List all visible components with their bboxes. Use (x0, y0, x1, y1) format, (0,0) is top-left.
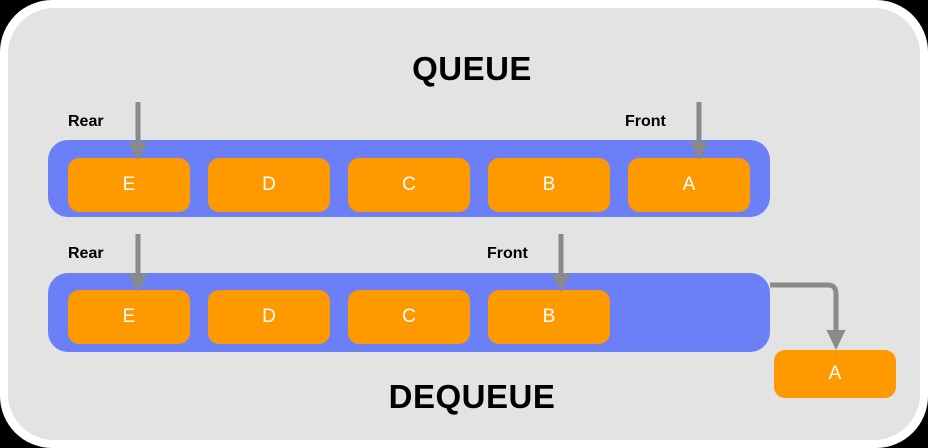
queue-element-d-top[interactable]: D (208, 158, 330, 212)
queue-title: QUEUE (412, 50, 532, 87)
dequeue-arrow (770, 282, 846, 350)
queue-element-b-top[interactable]: B (488, 158, 610, 212)
dequeue-element-c[interactable]: C (348, 290, 470, 344)
rear-arrow-bottom (128, 234, 148, 292)
front-arrow-top (689, 102, 709, 160)
front-arrow-bottom (551, 234, 571, 292)
rear-label-bottom: Rear (68, 245, 104, 262)
dequeue-title: DEQUEUE (388, 378, 556, 415)
rear-label-top: Rear (68, 113, 104, 130)
queue-element-c-top[interactable]: C (348, 158, 470, 212)
dequeue-element-e[interactable]: E (68, 290, 190, 344)
front-label-top: Front (625, 113, 666, 130)
dequeue-element-d[interactable]: D (208, 290, 330, 344)
diagram-card: QUEUE DEQUEUE (8, 8, 920, 440)
queue-element-a-top[interactable]: A (628, 158, 750, 212)
front-label-bottom: Front (487, 245, 528, 262)
dequeued-element-a[interactable]: A (774, 350, 896, 398)
rear-arrow-top (128, 102, 148, 160)
dequeue-element-b[interactable]: B (488, 290, 610, 344)
queue-element-e-top[interactable]: E (68, 158, 190, 212)
